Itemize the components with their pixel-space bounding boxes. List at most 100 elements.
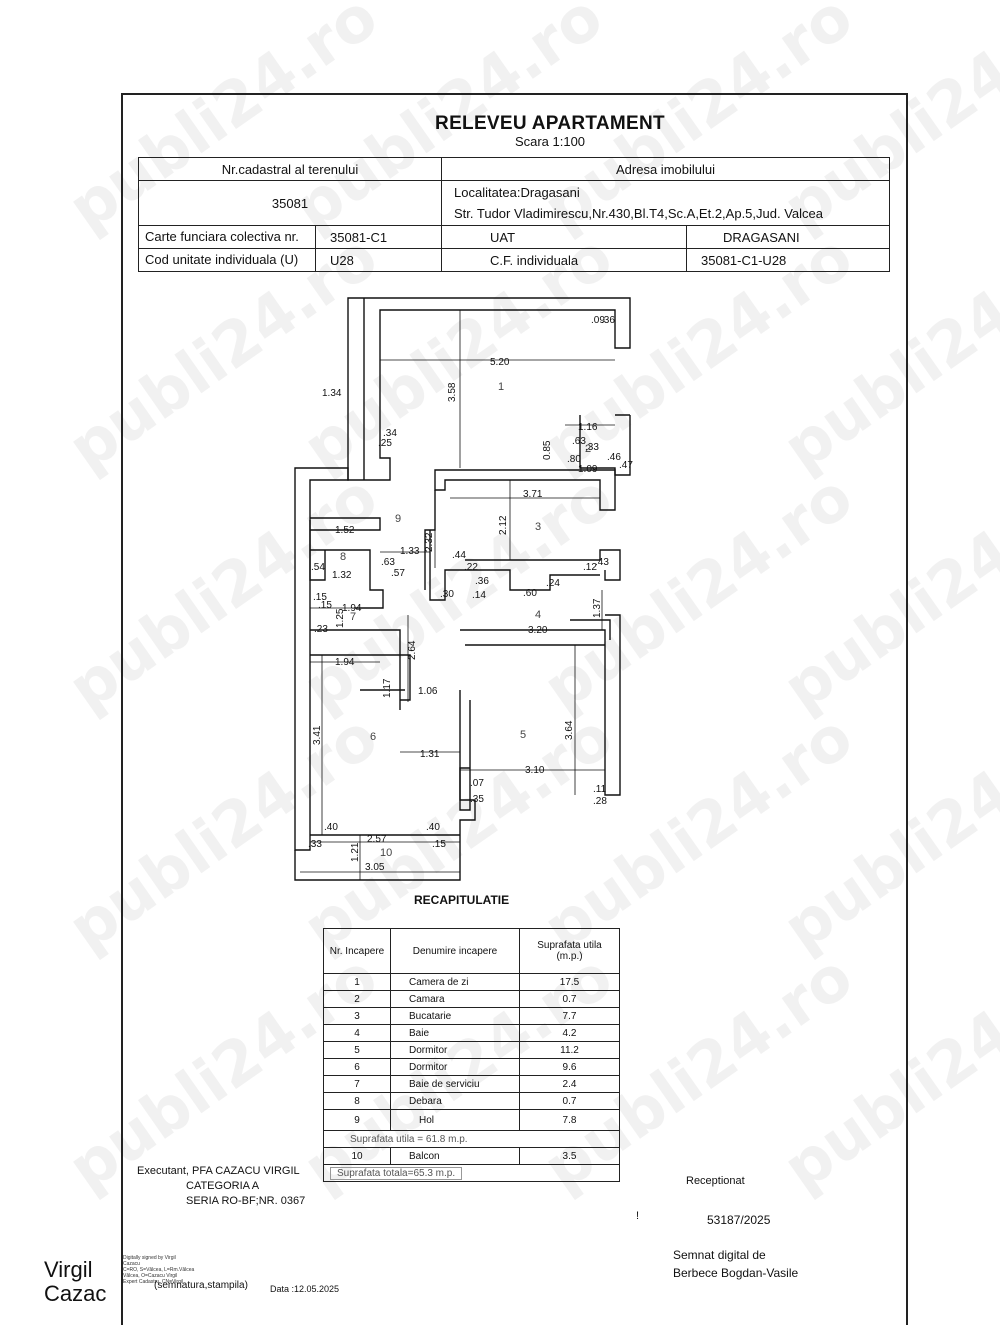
cod-unitate-label: Cod unitate individuala (U) bbox=[139, 249, 316, 271]
dim-label: .35 bbox=[470, 794, 484, 805]
room-area: 17.5 bbox=[519, 973, 620, 991]
sig-line: C=RO, S=Vâlcea, L=Rm.Vâlcea bbox=[123, 1267, 195, 1273]
dim-label: .23 bbox=[314, 624, 328, 635]
semnatura-label: (semnatura,stampila) bbox=[154, 1280, 248, 1291]
room-nr: 6 bbox=[323, 1058, 391, 1076]
room-numbers: 1 2 3 4 5 6 7 8 9 10 bbox=[340, 381, 591, 859]
dim-label: .40 bbox=[426, 822, 440, 833]
street-text: Str. Tudor Vladimirescu,Nr.430,Bl.T4,Sc.… bbox=[454, 206, 823, 221]
signer-name-line2: Cazac bbox=[44, 1281, 107, 1306]
room-number: 3 bbox=[535, 521, 541, 533]
date-label: Data :12.05.2025 bbox=[270, 1284, 340, 1294]
room-number: 4 bbox=[535, 609, 541, 621]
recap-header-nr: Nr. Incapere bbox=[323, 928, 391, 974]
room-nr: 3 bbox=[323, 1007, 391, 1025]
dim-label: .33 bbox=[308, 839, 322, 850]
tick-mark: ! bbox=[636, 1210, 640, 1222]
room-name: Bucatarie bbox=[390, 1007, 520, 1025]
dim-label: 1.32 bbox=[332, 570, 352, 581]
dim-label: .14 bbox=[472, 590, 486, 601]
dim-label: 1.31 bbox=[420, 749, 440, 760]
room-name: Camara bbox=[390, 990, 520, 1008]
dim-label: 1.33 bbox=[400, 546, 420, 557]
recap-total-row: Suprafata totala=65.3 m.p. bbox=[323, 1164, 620, 1182]
cod-unitate-value: U28 bbox=[330, 252, 354, 268]
dim-label: 3.20 bbox=[528, 625, 548, 636]
recap-title: RECAPITULATIE bbox=[414, 893, 510, 907]
page-frame bbox=[121, 93, 908, 1325]
room-area: 2.4 bbox=[519, 1075, 620, 1093]
cod-unitate-cell: Cod unitate individuala (U) U28 bbox=[138, 248, 442, 272]
receptie-number: 53187/2025 bbox=[707, 1213, 771, 1227]
room-area: 7.8 bbox=[519, 1109, 620, 1131]
cf-individuala-label-cell: C.F. individuala bbox=[441, 248, 687, 272]
dim-label: .15 bbox=[432, 839, 446, 850]
room-name: Dormitor bbox=[390, 1041, 520, 1059]
cf-colectiva-value: 35081-C1 bbox=[330, 229, 388, 245]
room-area: 7.7 bbox=[519, 1007, 620, 1025]
semnat-digital-name: Berbece Bogdan-Vasile bbox=[673, 1266, 799, 1280]
locality-text: Localitatea:Dragasani bbox=[454, 185, 580, 200]
dim-label: .15 bbox=[313, 592, 327, 603]
room-nr: 4 bbox=[323, 1024, 391, 1042]
room-number: 9 bbox=[395, 513, 401, 525]
room-nr: 10 bbox=[323, 1147, 391, 1165]
address-header: Adresa imobilului bbox=[441, 157, 890, 181]
dim-label: .09 bbox=[591, 315, 605, 326]
dim-label: .24 bbox=[546, 578, 560, 589]
dim-label: .15 bbox=[318, 600, 332, 611]
room-name: Dormitor bbox=[390, 1058, 520, 1076]
address-cell: Localitatea:Dragasani Str. Tudor Vladimi… bbox=[441, 180, 890, 226]
room-area: 9.6 bbox=[519, 1058, 620, 1076]
signer-name-line1: Virgil bbox=[44, 1257, 93, 1282]
room-name: Debara bbox=[390, 1092, 520, 1110]
cadastral-number: 35081 bbox=[271, 195, 309, 211]
dim-label: 2.32 bbox=[424, 532, 435, 552]
dim-label: 2.12 bbox=[498, 515, 509, 535]
cadastral-header: Nr.cadastral al terenului bbox=[138, 157, 442, 181]
uat-label-cell: UAT bbox=[441, 225, 687, 249]
cadastral-number-cell: 35081 bbox=[138, 180, 442, 226]
room-nr: 1 bbox=[323, 973, 391, 991]
room-name: Baie bbox=[390, 1024, 520, 1042]
room-area: 3.5 bbox=[519, 1147, 620, 1165]
dim-label: .28 bbox=[593, 796, 607, 807]
categoria-label: CATEGORIA A bbox=[186, 1180, 260, 1192]
room-nr: 7 bbox=[323, 1075, 391, 1093]
room-area: 11.2 bbox=[519, 1041, 620, 1059]
room-name: Balcon bbox=[390, 1147, 520, 1165]
floor-plan-walls bbox=[294, 297, 631, 881]
dim-label: 1.16 bbox=[578, 422, 598, 433]
executant-label: Executant, PFA CAZACU VIRGIL bbox=[137, 1165, 300, 1177]
room-nr: 8 bbox=[323, 1092, 391, 1110]
dim-label: .34 bbox=[383, 428, 397, 439]
dim-label: 3.71 bbox=[523, 489, 543, 500]
dim-label: 5.20 bbox=[490, 357, 510, 368]
dim-label: .63 bbox=[381, 557, 395, 568]
dim-label: 1.17 bbox=[382, 678, 393, 698]
dim-label: .43 bbox=[595, 557, 609, 568]
dim-label: 1.94 bbox=[342, 603, 362, 614]
dim-label: .60 bbox=[523, 588, 537, 599]
page-title: RELEVEU APARTAMENT bbox=[435, 113, 665, 134]
room-name: Camera de zi bbox=[390, 973, 520, 991]
dim-label: .25 bbox=[378, 438, 392, 449]
dim-label: .30 bbox=[440, 589, 454, 600]
dim-label: .44 bbox=[452, 550, 466, 561]
dim-label: .54 bbox=[311, 562, 325, 573]
dim-label: .57 bbox=[391, 568, 405, 579]
dimension-labels: 5.20 3.58 1.16 0.85 1.09 3.71 2.32 2.12 … bbox=[308, 315, 633, 873]
digital-signature-block: Digitally signed by Virgil Cazacu C=RO, … bbox=[123, 1255, 194, 1285]
dim-label: 3.41 bbox=[312, 725, 323, 745]
dim-label: .63 bbox=[572, 436, 586, 447]
recap-header-area: Suprafata utila (m.p.) bbox=[519, 928, 620, 974]
address-header-label: Adresa imobilului bbox=[616, 161, 715, 177]
dim-label: 3.05 bbox=[365, 862, 385, 873]
semnat-digital-label: Semnat digital de bbox=[673, 1248, 766, 1262]
dim-label: 1.21 bbox=[350, 842, 361, 862]
dim-label: .07 bbox=[470, 778, 484, 789]
